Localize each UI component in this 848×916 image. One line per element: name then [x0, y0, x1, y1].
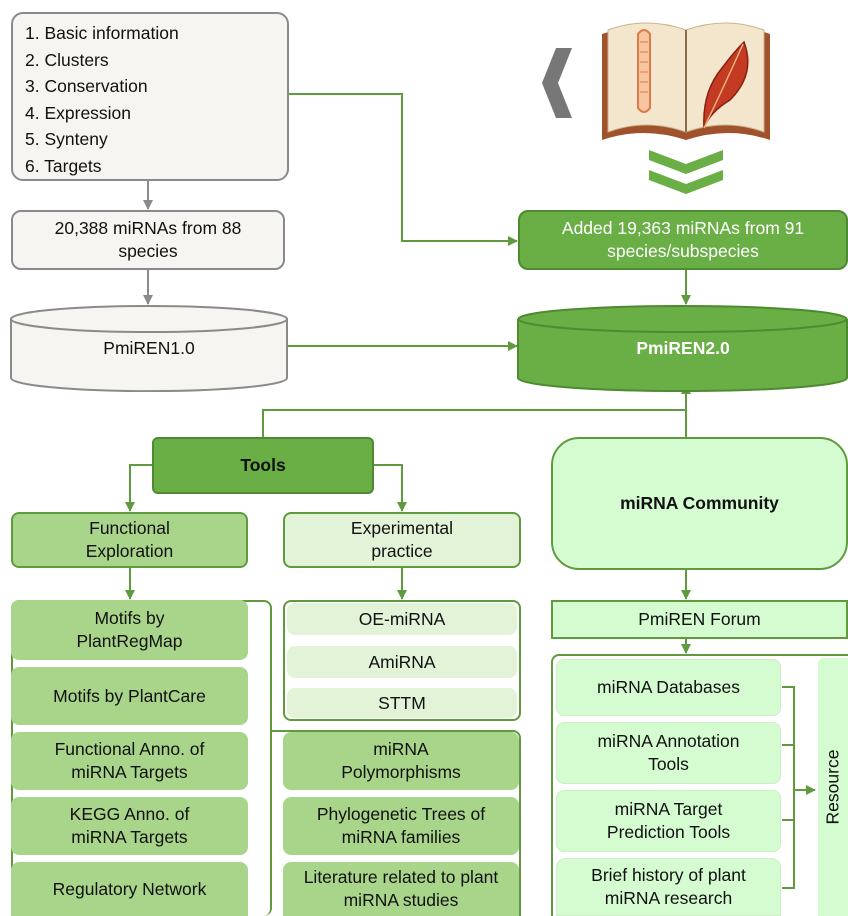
- arrow-tools-to-experimental: [374, 464, 407, 512]
- mirna-community-title: miRNA Community: [620, 493, 779, 514]
- feature-item: 6. Targets: [25, 155, 102, 176]
- line-tools-to-trunk: [262, 409, 686, 437]
- functional-item-kegg-anno[interactable]: KEGG Anno. of miRNA Targets: [11, 797, 248, 855]
- functional-exploration-header: Functional Exploration: [11, 512, 248, 568]
- arrow-features-to-added: [285, 93, 518, 246]
- resource-label-box: [818, 658, 848, 916]
- functional-item-regulatory-network[interactable]: Regulatory Network: [11, 862, 248, 916]
- feature-item: 3. Conservation: [25, 76, 148, 96]
- resource-item-annotation-tools[interactable]: miRNA Annotation Tools: [556, 722, 781, 784]
- experimental-practice-label: Experimental practice: [350, 518, 454, 561]
- mirna-community-box: miRNA Community: [551, 437, 848, 570]
- feature-item: 1. Basic information: [25, 23, 179, 43]
- pmiren-forum-box[interactable]: PmiREN Forum: [551, 600, 848, 639]
- resource-item-databases[interactable]: miRNA Databases: [556, 659, 781, 716]
- added-mirnas-label: Added 19,363 miRNAs from 91 species/subs…: [561, 218, 805, 261]
- functional-item-functional-anno[interactable]: Functional Anno. of miRNA Targets: [11, 732, 248, 790]
- pmiren2-db-cylinder: [517, 305, 848, 392]
- functional-item-plantregmap[interactable]: Motifs by PlantRegMap: [11, 600, 248, 660]
- tool-item-polymorphisms[interactable]: miRNA Polymorphisms: [283, 732, 519, 790]
- feature-item: 4. Expression: [25, 102, 132, 123]
- resource-label: Resource: [822, 749, 843, 825]
- functional-exploration-label: Functional Exploration: [85, 518, 174, 561]
- pmiren2-db-label: PmiREN2.0: [636, 337, 730, 358]
- experimental-practice-header: Experimental practice: [283, 512, 521, 568]
- resource-item-brief-history[interactable]: Brief history of plant miRNA research: [556, 858, 781, 916]
- pmiren1-count: 20,388 miRNAs from 88 species: [54, 218, 242, 261]
- experimental-item-sttm[interactable]: STTM: [287, 688, 517, 718]
- feature-item: 2. Clusters: [25, 49, 109, 70]
- tools-title: Tools: [240, 455, 286, 476]
- feature-item: 5. Synteny: [25, 129, 108, 149]
- pmiren1-db-label: PmiREN1.0: [103, 337, 195, 358]
- added-mirnas-box: Added 19,363 miRNAs from 91 species/subs…: [518, 210, 848, 270]
- book-icon: [602, 22, 770, 140]
- other-tools-container: [270, 730, 521, 916]
- pmiren-forum-label: PmiREN Forum: [638, 609, 761, 630]
- double-chevron-down-icon: [649, 150, 723, 194]
- pmiren1-features-box: 1. Basic information 2. Clusters 3. Cons…: [11, 12, 289, 181]
- pmiren1-count-box: 20,388 miRNAs from 88 species: [11, 210, 285, 270]
- experimental-item-oe-mirna[interactable]: OE-miRNA: [287, 603, 517, 635]
- chevron-left-icon[interactable]: [540, 48, 574, 118]
- resources-container: [551, 654, 848, 916]
- functional-item-plantcare[interactable]: Motifs by PlantCare: [11, 667, 248, 725]
- pmiren1-db-cylinder: [10, 305, 288, 392]
- experimental-items-container: [283, 600, 521, 721]
- bracket-resources: [782, 686, 795, 889]
- experimental-item-amirna[interactable]: AmiRNA: [287, 646, 517, 678]
- tools-box: Tools: [152, 437, 374, 494]
- tool-item-literature[interactable]: Literature related to plant miRNA studie…: [283, 862, 519, 916]
- resource-item-target-prediction[interactable]: miRNA Target Prediction Tools: [556, 790, 781, 852]
- arrow-tools-to-functional: [125, 464, 152, 512]
- tool-item-phylogenetic-trees[interactable]: Phylogenetic Trees of miRNA families: [283, 797, 519, 855]
